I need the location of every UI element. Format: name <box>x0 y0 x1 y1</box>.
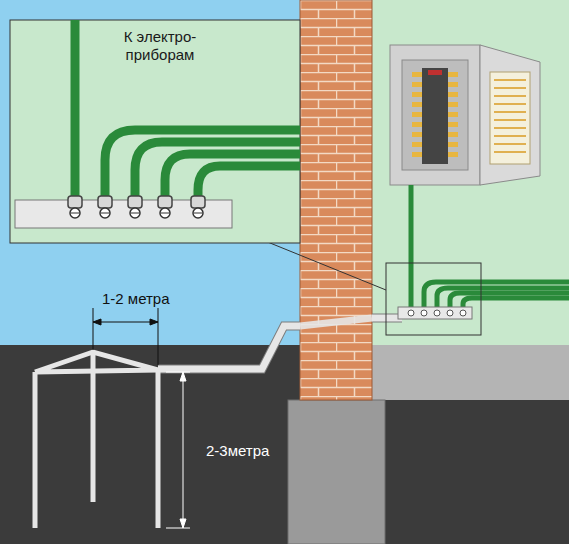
ground-wire <box>424 282 569 310</box>
zoom-frame <box>386 263 481 335</box>
soil <box>0 345 300 544</box>
interior-wall <box>372 0 569 345</box>
ground-electrodes <box>35 352 158 528</box>
dimension-label: 1-2 метра <box>102 290 192 308</box>
inset-detail <box>10 20 300 243</box>
ground-wire <box>409 185 414 308</box>
ground-conductor <box>300 318 372 326</box>
callout-text: К электро- приборам <box>110 28 210 64</box>
dimension-line <box>93 308 158 365</box>
sky <box>0 0 300 345</box>
ground-bus-bar <box>398 307 472 319</box>
brick-wall <box>300 0 372 400</box>
ground-conductor <box>158 318 402 369</box>
dimension-label: 2-3метра <box>206 442 286 460</box>
floor <box>372 345 569 400</box>
foundation <box>288 400 385 544</box>
ground-conductor <box>158 318 402 369</box>
breaker-panel <box>390 45 540 185</box>
soil <box>385 400 569 544</box>
dimension-line <box>166 372 190 528</box>
